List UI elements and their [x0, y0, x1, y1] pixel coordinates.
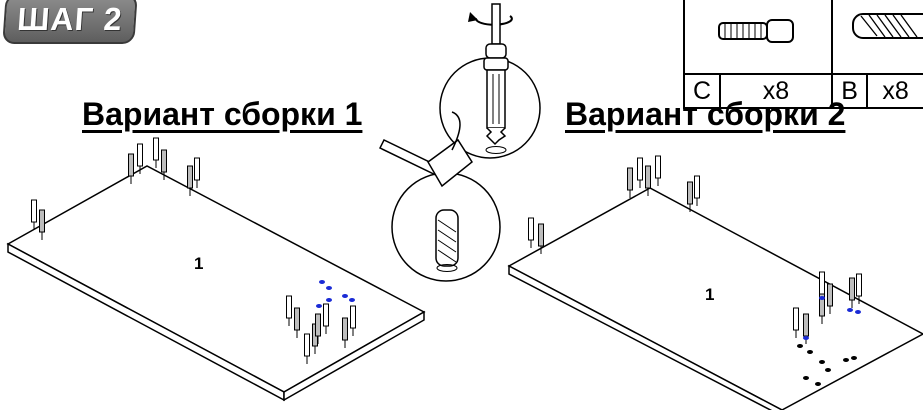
screwdriver-inset: [439, 3, 541, 159]
drill-hole: [319, 280, 325, 284]
part-c-picture: [683, 0, 833, 75]
dowel-pin: [39, 209, 45, 240]
drill-hole: [851, 356, 857, 360]
dowel-pin: [627, 167, 633, 198]
drill-hole: [326, 298, 332, 302]
panel-1: [6, 165, 426, 402]
screw-pin: [528, 217, 534, 248]
dowel-pin: [315, 313, 321, 344]
drill-hole: [815, 382, 821, 386]
panel-2: [507, 187, 923, 410]
drill-hole: [342, 294, 348, 298]
drill-hole: [316, 304, 322, 308]
screw-pin: [31, 199, 37, 230]
screw-pin: [655, 155, 661, 186]
dowel-pin: [128, 153, 134, 184]
panel-2-fittings: [528, 155, 862, 386]
drill-hole: [797, 344, 803, 348]
screw-pin: [793, 307, 799, 338]
rotate-clockwise-icon: [468, 12, 513, 26]
panel-2-label: 1: [705, 285, 715, 304]
screw-pin: [153, 137, 159, 168]
dowel-pin: [827, 283, 833, 314]
screwdriver-icon: [485, 3, 507, 59]
screw-pin: [286, 295, 292, 326]
dowel-pin: [538, 223, 544, 254]
screw-pin: [694, 175, 700, 206]
variant-2-title: Вариант сборки 2: [565, 96, 846, 132]
drill-hole: [819, 360, 825, 364]
dowel-pin: [294, 307, 300, 338]
screw-pin: [637, 157, 643, 188]
confirmat-screw-icon: [483, 57, 509, 154]
dowel-pin: [187, 165, 193, 196]
dowel-pin: [849, 277, 855, 308]
drill-hole: [855, 310, 861, 314]
hammer-inset: [378, 111, 501, 282]
drill-hole: [819, 296, 825, 300]
drill-hole: [843, 358, 849, 362]
screw-pin: [856, 273, 862, 304]
drill-hole: [807, 350, 813, 354]
dowel-pin: [687, 181, 693, 212]
drill-hole: [349, 298, 355, 302]
panel-1-fittings: [31, 137, 356, 364]
screw-pin: [350, 305, 356, 336]
variant-1-title: Вариант сборки 1: [82, 96, 363, 132]
panel-1-label: 1: [194, 254, 204, 273]
dowel-pin: [342, 317, 348, 348]
dowel-pin: [819, 293, 825, 324]
screw-pin: [304, 333, 310, 364]
drill-hole: [803, 336, 809, 340]
confirmat-screw-icon: [718, 19, 794, 43]
dowel-pin: [161, 149, 167, 180]
part-b-qty: x8: [866, 73, 923, 109]
drill-hole: [803, 376, 809, 380]
screw-pin: [137, 143, 143, 174]
drill-hole: [825, 368, 831, 372]
part-c-qty: x8: [719, 73, 833, 109]
part-b-picture: [831, 0, 923, 75]
dowel-pin: [645, 165, 651, 196]
part-b-letter: B: [830, 73, 869, 109]
drill-hole: [326, 286, 332, 290]
parts-table: C x8 B x8: [683, 0, 923, 109]
wooden-dowel-icon: [435, 209, 459, 272]
part-c-letter: C: [683, 73, 721, 109]
screw-pin: [194, 157, 200, 188]
drill-hole: [847, 308, 853, 312]
hammer-icon: [378, 111, 473, 188]
wooden-dowel-icon: [852, 13, 923, 39]
screw-pin: [323, 303, 329, 334]
